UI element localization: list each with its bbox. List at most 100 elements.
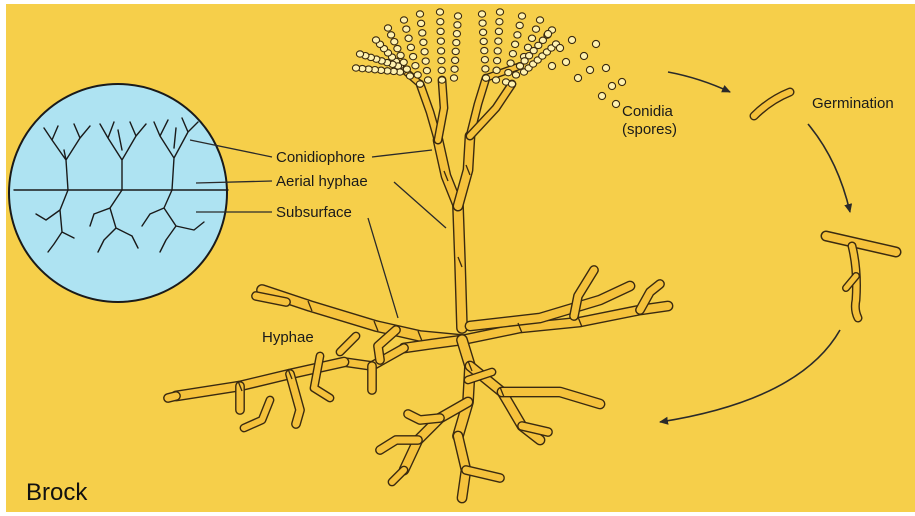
conidium-bead [495, 38, 502, 44]
conidium-bead [492, 77, 499, 83]
conidium-bead [451, 66, 458, 72]
conidium-bead [420, 39, 427, 45]
released-conidium [592, 40, 599, 47]
conidium-bead [507, 60, 514, 66]
conidium-bead [528, 35, 535, 41]
conidium-bead [518, 13, 525, 19]
conidium-bead [412, 62, 419, 68]
conidium-bead [514, 32, 521, 38]
label-subsurface: Subsurface [276, 204, 352, 221]
released-conidium [562, 58, 569, 65]
conidium-bead [438, 77, 445, 83]
released-conidium [544, 30, 551, 37]
conidium-bead [495, 28, 502, 34]
colony-inset [9, 84, 228, 302]
conidium-bead [494, 48, 501, 54]
conidium-bead [452, 48, 459, 54]
released-conidium [608, 82, 615, 89]
conidium-bead [400, 17, 407, 23]
conidium-bead [414, 72, 421, 78]
conidium-bead [416, 81, 423, 87]
label-hyphae: Hyphae [262, 329, 314, 346]
hypha-left-tip [256, 296, 286, 302]
conidium-bead [391, 39, 398, 45]
conidium-bead [419, 30, 426, 36]
conidium-bead [437, 28, 444, 34]
conidium-bead [452, 57, 459, 63]
label-conidiophore: Conidiophore [276, 149, 365, 166]
conidium-bead [454, 13, 461, 19]
released-conidium [586, 66, 593, 73]
conidium-bead [511, 41, 518, 47]
conidium-bead [352, 65, 359, 71]
conidium-bead [423, 67, 430, 73]
conidium-bead [450, 75, 457, 81]
released-conidium [548, 62, 555, 69]
released-conidium [598, 92, 605, 99]
conidium-bead [418, 20, 425, 26]
released-conidium [618, 78, 625, 85]
conidium-bead [481, 47, 488, 53]
conidium-bead [516, 22, 523, 28]
conidium-bead [410, 53, 417, 59]
conidium-bead [512, 72, 519, 78]
conidium-bead [532, 26, 539, 32]
conidium-bead [453, 31, 460, 37]
credit-text: Brock [26, 479, 88, 506]
conidium-bead [422, 58, 429, 64]
conidium-bead [438, 67, 445, 73]
conidium-bead [493, 67, 500, 73]
conidium-bead [536, 17, 543, 23]
conidium-bead [482, 66, 489, 72]
conidium-bead [438, 48, 445, 54]
conidium-bead [437, 38, 444, 44]
conidium-bead [397, 52, 404, 58]
conidium-bead [494, 57, 501, 63]
conidium-bead [482, 75, 489, 81]
inset-circle [9, 84, 227, 302]
conidium-bead [384, 25, 391, 31]
conidium-bead [436, 9, 443, 15]
conidium-bead [454, 22, 461, 28]
hypha-left-end [168, 396, 176, 398]
conidium-bead [438, 57, 445, 63]
label-spores: (spores) [622, 121, 677, 138]
conidium-bead [403, 26, 410, 32]
conidium-bead [496, 9, 503, 15]
conidium-bead [479, 20, 486, 26]
conidium-bead [403, 66, 410, 72]
label-conidia: Conidia [622, 103, 674, 120]
conidium-bead [405, 35, 412, 41]
released-conidium [580, 52, 587, 59]
label-germination: Germination [812, 95, 894, 112]
released-conidium [602, 64, 609, 71]
conidium-bead [480, 29, 487, 35]
conidium-bead [481, 57, 488, 63]
conidium-bead [416, 11, 423, 17]
conidium-bead [508, 81, 515, 87]
conidium-bead [437, 19, 444, 25]
conidium-bead [356, 51, 363, 57]
conidium-bead [505, 69, 512, 75]
released-conidium [568, 36, 575, 43]
conidium-bead [496, 19, 503, 25]
conidium-bead [394, 45, 401, 51]
conidium-bead [406, 73, 413, 79]
branch-lr-1 [522, 426, 548, 432]
conidium-bead [453, 39, 460, 45]
label-aerial-hyphae: Aerial hyphae [276, 173, 368, 190]
conidium-bead [424, 77, 431, 83]
conidium-bead [478, 11, 485, 17]
conidium-bead [421, 49, 428, 55]
branch-ll-1 [408, 414, 440, 420]
conidium-bead [480, 38, 487, 44]
conidium-bead [372, 37, 379, 43]
released-conidium [612, 100, 619, 107]
released-conidium [556, 44, 563, 51]
conidium-bead [509, 51, 516, 57]
released-conidium [574, 74, 581, 81]
conidium-bead [407, 44, 414, 50]
conidium-bead [388, 32, 395, 38]
